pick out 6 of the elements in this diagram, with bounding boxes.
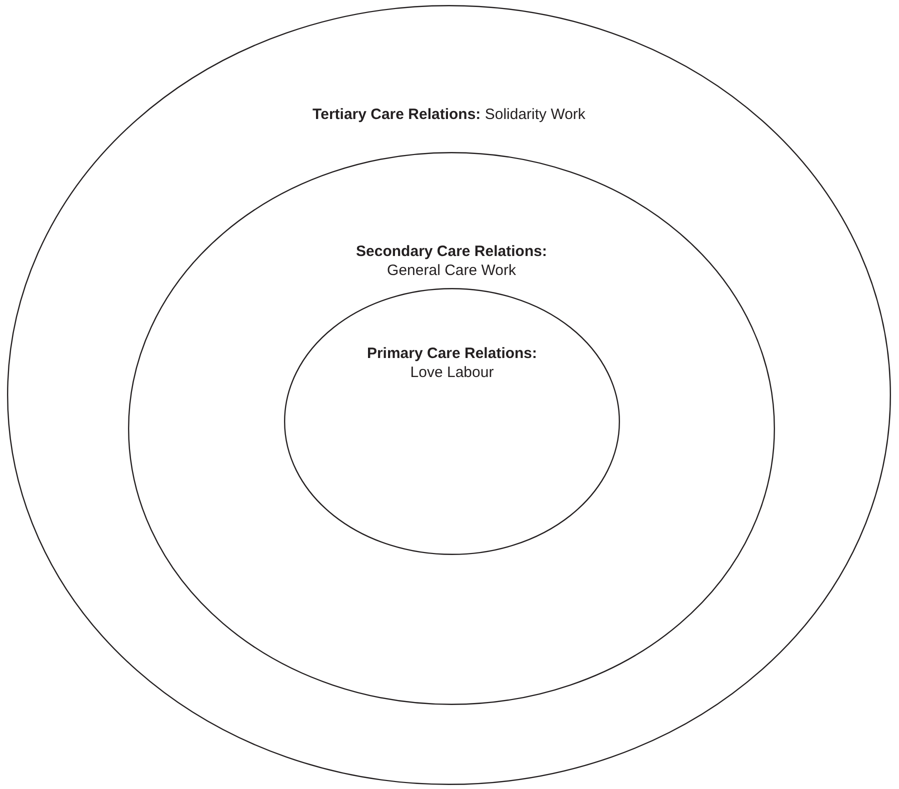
body-text: Love Labour [410, 364, 494, 381]
heading-text: Tertiary Care Relations: [312, 106, 481, 123]
heading-text: Secondary Care Relations: [356, 243, 547, 260]
body-text: Solidarity Work [484, 106, 586, 123]
heading-text: Primary Care Relations: [366, 345, 538, 362]
body-text: General Care Work [387, 262, 516, 279]
